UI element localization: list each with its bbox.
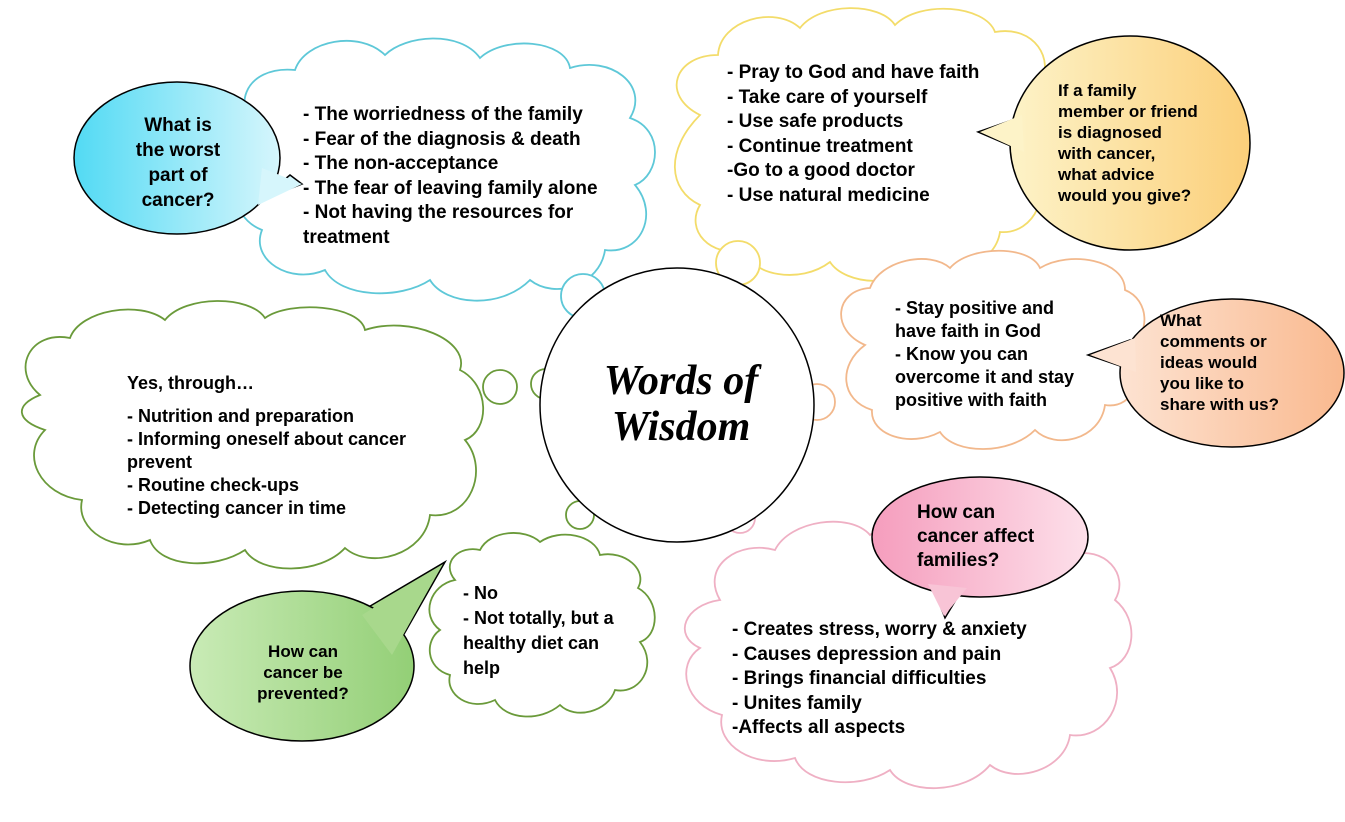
list-item: - Not totally, but a: [463, 608, 614, 628]
list-item: help: [463, 658, 501, 678]
list-item: - Causes depression and pain: [732, 643, 1002, 665]
worst-part-question: What is the worst part of cancer?: [135, 115, 221, 211]
list-item: - Informing oneself about cancer: [127, 429, 407, 449]
list-item: - Continue treatment: [727, 135, 913, 157]
list-item: have faith in God: [895, 321, 1042, 341]
list-item: - Take care of yourself: [727, 86, 928, 108]
list-item: - Know you can: [895, 344, 1029, 364]
list-item: - Use natural medicine: [727, 184, 930, 206]
advice-answers: - Pray to God and have faith - Take care…: [727, 61, 979, 208]
list-item: - Routine check-ups: [127, 475, 300, 495]
prevention-question-bubble: [189, 559, 448, 742]
list-item: prevent: [127, 452, 193, 472]
list-item: -Go to a good doctor: [727, 160, 915, 181]
list-item: - Pray to God and have faith: [727, 62, 980, 83]
list-item: - The fear of leaving family alone: [303, 177, 598, 199]
list-item: - Creates stress, worry & anxiety: [732, 619, 1027, 640]
list-item: - Not having the resources for: [303, 202, 574, 223]
list-item: overcome it and stay: [895, 367, 1075, 387]
list-item: positive with faith: [895, 390, 1048, 410]
prevention-answers: - Nutrition and preparation - Informing …: [127, 405, 406, 520]
comments-answers: - Stay positive and have faith in God - …: [895, 297, 1074, 412]
list-item: - Fear of the diagnosis & death: [303, 128, 581, 150]
list-item: - Nutrition and preparation: [127, 406, 354, 426]
center-title-line2: Wisdom: [611, 404, 751, 450]
comments-question-bubble: [1085, 298, 1345, 448]
worst-part-question-bubble: [73, 81, 304, 235]
prevention-question: How can cancer be prevented?: [257, 642, 349, 703]
list-item: - The worriedness of the family: [303, 104, 583, 125]
center-title-line1: Words of: [603, 358, 759, 404]
worst-part-answers: - The worriedness of the family - Fear o…: [303, 103, 598, 250]
families-question-bubble: [871, 476, 1089, 620]
advice-question: If a family member or friend is diagnose…: [1058, 81, 1198, 205]
list-item: healthy diet can: [463, 633, 600, 653]
comments-question: What comments or ideas would you like to…: [1160, 311, 1280, 414]
list-item: - Detecting cancer in time: [127, 498, 347, 518]
list-item: - Use safe products: [727, 111, 904, 132]
families-answers: - Creates stress, worry & anxiety - Caus…: [732, 618, 1027, 741]
center-circle: [539, 267, 815, 543]
list-item: -Affects all aspects: [732, 717, 906, 738]
center-title: Words of Wisdom: [571, 358, 791, 450]
list-item: - Unites family: [732, 692, 862, 714]
list-item: - The non-acceptance: [303, 153, 499, 174]
families-question: How can cancer affect families?: [917, 502, 1035, 571]
advice-question-bubble: [975, 35, 1251, 251]
list-item: - No: [463, 583, 498, 603]
prevention-no-answers: - No - Not totally, but a healthy diet c…: [463, 581, 614, 681]
list-item: - Brings financial difficulties: [732, 668, 987, 689]
prevention-intro: Yes, through…: [127, 373, 255, 393]
list-item: - Stay positive and: [895, 298, 1055, 318]
list-item: treatment: [303, 226, 390, 248]
